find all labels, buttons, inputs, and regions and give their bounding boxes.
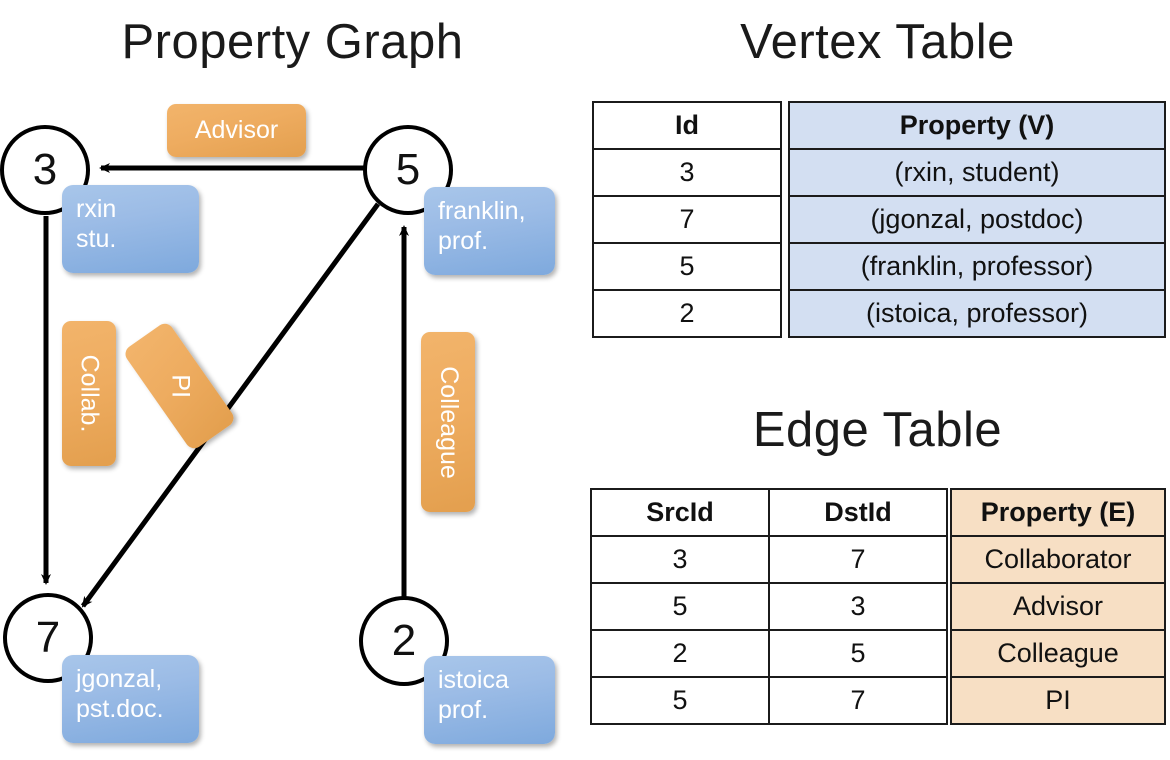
vertex-row-1-property: (jgonzal, postdoc)	[788, 195, 1166, 244]
edge-table-column-gap	[947, 677, 951, 724]
edge-row-0-property: Collaborator	[950, 535, 1166, 584]
edge-label-pi-text: PI	[166, 374, 194, 398]
edge-row-3-property: PI	[950, 676, 1166, 725]
graph-node-2[interactable]: 2	[359, 596, 449, 686]
edge-row-1-src: 5	[590, 582, 770, 631]
vertex-row-0-property: (rxin, student)	[788, 148, 1166, 197]
node-property-box-2-line1: istoica	[438, 666, 509, 694]
vertex-row-2-id: 5	[592, 242, 782, 291]
node-property-box-5-line2: prof.	[438, 227, 489, 255]
node-property-box-2: istoica prof.	[424, 656, 555, 744]
graph-node-3-label: 3	[32, 145, 58, 194]
table-row: 2 (istoica, professor)	[592, 289, 1166, 338]
edge-row-2-src: 2	[590, 629, 770, 678]
vertex-table-header-property: Property (V)	[788, 101, 1166, 150]
page-title-property-graph: Property Graph	[121, 15, 464, 69]
table-row: 5 7 PI	[590, 676, 1166, 725]
vertex-row-3-id: 2	[592, 289, 782, 338]
vertex-table-column-gap	[781, 290, 789, 337]
edge-table-header-dstid: DstId	[768, 488, 948, 537]
edge-row-1-property: Advisor	[950, 582, 1166, 631]
vertex-row-2-property: (franklin, professor)	[788, 242, 1166, 291]
edge-table-column-gap	[947, 489, 951, 536]
edge-row-0-src: 3	[590, 535, 770, 584]
vertex-table-column-gap	[781, 243, 789, 290]
vertex-table-column-gap	[781, 102, 789, 149]
vertex-row-1-id: 7	[592, 195, 782, 244]
table-row: 2 5 Colleague	[590, 629, 1166, 678]
edge-row-2-property: Colleague	[950, 629, 1166, 678]
node-property-box-5-line1: franklin,	[438, 197, 526, 225]
table-row: 5 (franklin, professor)	[592, 242, 1166, 291]
vertex-row-3-property: (istoica, professor)	[788, 289, 1166, 338]
node-property-box-5: franklin, prof.	[424, 187, 555, 275]
vertex-table: Id Property (V) 3 (rxin, student) 7 (jgo…	[592, 101, 1166, 338]
graph-node-7-label: 7	[35, 613, 61, 662]
edge-row-1-dst: 3	[768, 582, 948, 631]
graph-node-2-label: 2	[391, 616, 417, 665]
page-title-vertex-table: Vertex Table	[740, 15, 1015, 69]
edge-table: SrcId DstId Property (E) 3 7 Collaborato…	[590, 488, 1166, 725]
node-property-box-7-line2: pst.doc.	[76, 695, 164, 723]
edge-label-collab-text: Collab.	[75, 354, 104, 433]
table-row: 3 7 Collaborator	[590, 535, 1166, 584]
edge-row-3-src: 5	[590, 676, 770, 725]
edge-table-column-gap	[947, 630, 951, 677]
page-title-edge-table: Edge Table	[752, 403, 1003, 457]
edge-table-column-gap	[947, 583, 951, 630]
graph-node-5-label: 5	[395, 145, 421, 194]
edge-table-header-row: SrcId DstId Property (E)	[590, 488, 1166, 537]
table-row: 3 (rxin, student)	[592, 148, 1166, 197]
node-property-box-7-line1: jgonzal,	[76, 665, 163, 693]
vertex-table-header-id: Id	[592, 101, 782, 150]
node-property-box-3: rxin stu.	[62, 185, 199, 273]
edge-table-header-property: Property (E)	[950, 488, 1166, 537]
table-row: 7 (jgonzal, postdoc)	[592, 195, 1166, 244]
edge-table-header-srcid: SrcId	[590, 488, 770, 537]
edge-table-column-gap	[947, 536, 951, 583]
edge-row-3-dst: 7	[768, 676, 948, 725]
edge-row-0-dst: 7	[768, 535, 948, 584]
vertex-row-0-id: 3	[592, 148, 782, 197]
vertex-table-header-row: Id Property (V)	[592, 101, 1166, 150]
graph-edges-svg	[41, 163, 409, 608]
node-property-box-2-line2: prof.	[438, 696, 489, 724]
vertex-table-column-gap	[781, 149, 789, 196]
edge-label-collab: Collab.	[62, 321, 116, 466]
edge-label-colleague-text: Colleague	[434, 365, 463, 479]
node-property-box-7: jgonzal, pst.doc.	[62, 655, 199, 743]
edge-label-advisor-text: Advisor	[194, 116, 279, 144]
table-row: 5 3 Advisor	[590, 582, 1166, 631]
edge-row-2-dst: 5	[768, 629, 948, 678]
edge-label-advisor: Advisor	[167, 104, 306, 157]
edge-5-to-7-pi	[80, 202, 381, 608]
node-property-box-3-line2: stu.	[76, 225, 117, 253]
edge-label-colleague: Colleague	[421, 332, 475, 512]
graph-node-5[interactable]: 5	[363, 125, 453, 215]
vertex-table-column-gap	[781, 196, 789, 243]
node-property-box-3-line1: rxin	[76, 195, 117, 223]
property-graph-diagram: Advisor Collab. PI Colleague 3 rxin stu.…	[0, 104, 555, 744]
